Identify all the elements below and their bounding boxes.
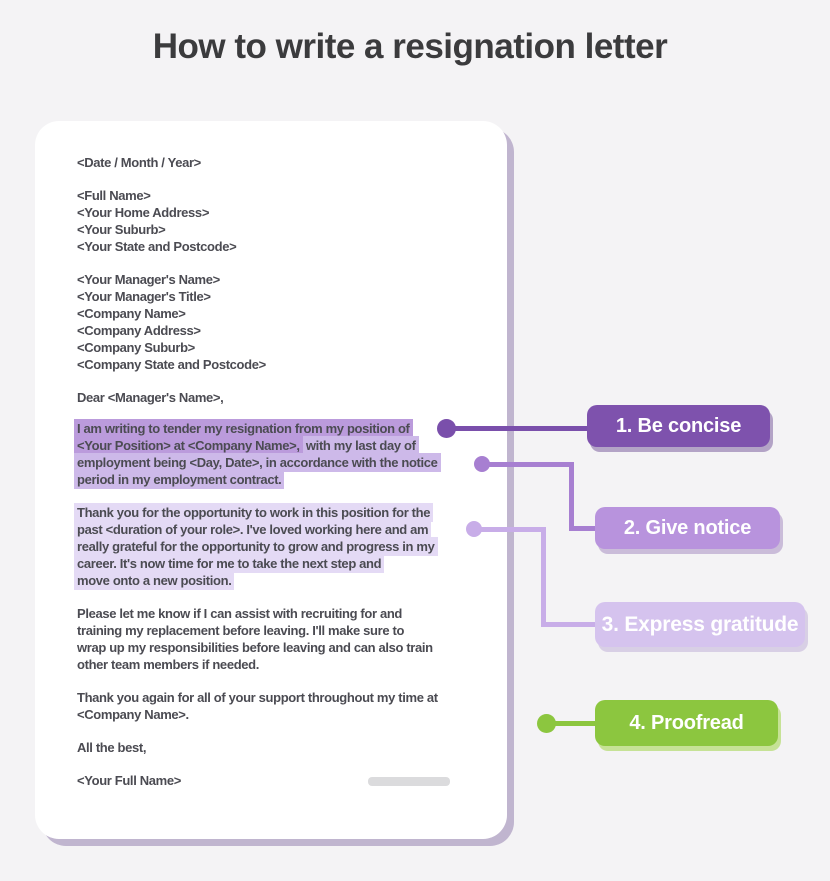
recipient-line: <Your Manager's Name> — [77, 272, 220, 287]
letter-date: <Date / Month / Year> — [77, 154, 482, 171]
recipient-line: <Company Suburb> — [77, 340, 195, 355]
thanks-line: Thank you again for all of your support … — [77, 690, 438, 705]
paragraph-thanks: Thank you again for all of your support … — [77, 689, 482, 723]
recipient-address-block: <Your Manager's Name> <Your Manager's Ti… — [77, 271, 482, 373]
signature-placeholder: <Your Full Name> — [77, 773, 181, 788]
recipient-line: <Your Manager's Title> — [77, 289, 211, 304]
highlight-give-notice: period in my employment contract. — [74, 470, 285, 489]
highlight-be-concise: I am writing to tender my resignation fr… — [74, 419, 413, 438]
highlight-be-concise: <Your Position> at <Company Name>, — [74, 436, 303, 455]
connector-line-express-gratitude — [541, 527, 546, 627]
handover-line: Please let me know if I can assist with … — [77, 606, 403, 621]
sender-address-block: <Full Name> <Your Home Address> <Your Su… — [77, 187, 482, 255]
connector-line-give-notice — [569, 462, 574, 531]
handover-line: training my replacement before leaving. … — [77, 623, 405, 638]
connector-line-give-notice — [482, 462, 574, 467]
sender-line: <Full Name> — [77, 188, 151, 203]
connector-line-be-concise — [446, 426, 588, 431]
signature: <Your Full Name> — [77, 772, 482, 789]
page-title: How to write a resignation letter — [152, 27, 668, 66]
highlight-give-notice: employment being <Day, Date>, in accorda… — [74, 453, 441, 472]
thanks-line: <Company Name>. — [77, 707, 189, 722]
sender-line: <Your State and Postcode> — [77, 239, 237, 254]
highlight-gratitude: career. It's now time for me to take the… — [74, 554, 385, 573]
salutation-text: Dear <Manager's Name>, — [77, 390, 224, 405]
recipient-line: <Company Name> — [77, 306, 186, 321]
highlight-gratitude: really grateful for the opportunity to g… — [74, 537, 438, 556]
connector-line-give-notice — [569, 526, 597, 531]
salutation: Dear <Manager's Name>, — [77, 389, 482, 406]
callout-label: 2. Give notice — [623, 516, 752, 539]
connector-line-express-gratitude — [474, 527, 546, 532]
connector-dot-proofread — [537, 714, 556, 733]
recipient-line: <Company Address> — [77, 323, 201, 338]
highlight-gratitude: past <duration of your role>. I've loved… — [74, 520, 432, 539]
handover-line: wrap up my responsibilities before leavi… — [77, 640, 433, 655]
paragraph-resignation: I am writing to tender my resignation fr… — [74, 419, 482, 489]
callout-express-gratitude: 3. Express gratitude — [595, 602, 805, 647]
highlight-give-notice: with my last day of — [302, 436, 419, 455]
connector-line-express-gratitude — [541, 622, 597, 627]
sender-line: <Your Home Address> — [77, 205, 210, 220]
signature-placeholder-bar — [368, 777, 450, 786]
connector-dot-give-notice — [474, 456, 490, 472]
connector-dot-be-concise — [437, 419, 456, 438]
closing-text: All the best, — [77, 740, 147, 755]
letter-body: <Date / Month / Year> <Full Name> <Your … — [74, 154, 482, 789]
recipient-line: <Company State and Postcode> — [77, 357, 266, 372]
connector-line-proofread — [547, 721, 597, 726]
paragraph-handover: Please let me know if I can assist with … — [77, 605, 482, 673]
callout-proofread: 4. Proofread — [595, 700, 778, 746]
date-placeholder: <Date / Month / Year> — [77, 155, 201, 170]
connector-dot-express-gratitude — [466, 521, 482, 537]
handover-line: other team members if needed. — [77, 657, 260, 672]
highlight-gratitude: Thank you for the opportunity to work in… — [74, 503, 434, 522]
callout-label: 1. Be concise — [615, 414, 742, 437]
callout-label: 3. Express gratitude — [601, 612, 799, 636]
callout-be-concise: 1. Be concise — [587, 405, 770, 447]
callout-label: 4. Proofread — [629, 711, 744, 734]
highlight-gratitude: move onto a new position. — [74, 571, 235, 590]
paragraph-gratitude: Thank you for the opportunity to work in… — [74, 503, 482, 590]
sender-line: <Your Suburb> — [77, 222, 166, 237]
closing: All the best, — [77, 739, 482, 756]
callout-give-notice: 2. Give notice — [595, 507, 780, 549]
